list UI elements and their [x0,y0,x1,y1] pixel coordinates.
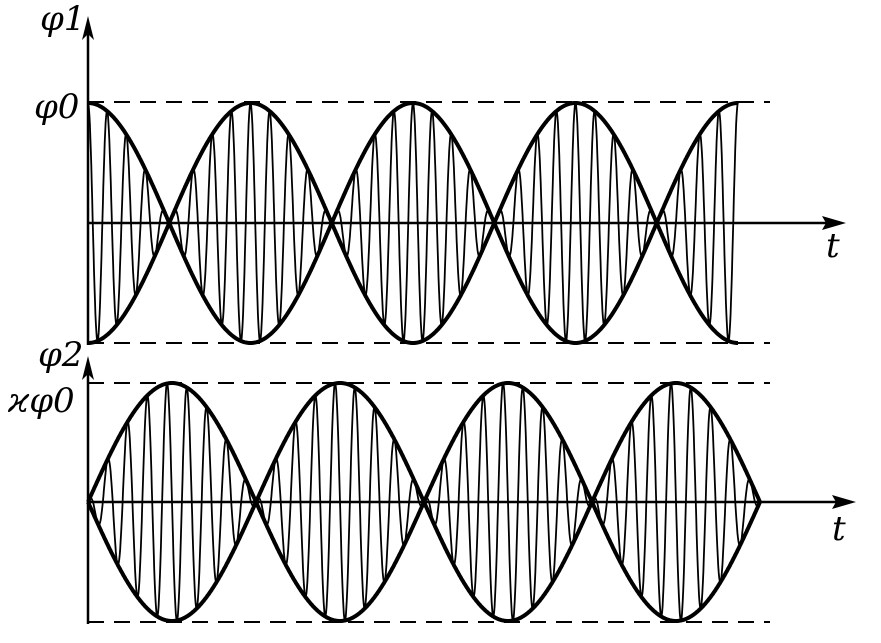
top-level-label: φ0 [34,87,79,127]
bottom-level-label: ϰφ0 [7,381,75,421]
top-plot: φ1 φ0 t [34,0,846,345]
top-curves [86,101,740,345]
top-time-axis-arrowhead [822,216,846,230]
bottom-lower-envelope [86,381,762,623]
bottom-value-axis-arrowhead [82,356,94,380]
top-lower-envelope [86,101,740,345]
top-y-axis-label: φ1 [40,0,85,39]
bottom-curves [86,381,762,623]
bottom-x-axis-label: t [832,509,846,549]
top-value-axis-arrowhead [82,16,94,40]
bottom-plot: φ2 ϰφ0 t [7,335,856,624]
top-x-axis-label: t [826,226,840,266]
bottom-time-axis-arrowhead [832,495,856,509]
top-upper-envelope [86,101,740,345]
bottom-y-axis-label: φ2 [38,335,83,375]
